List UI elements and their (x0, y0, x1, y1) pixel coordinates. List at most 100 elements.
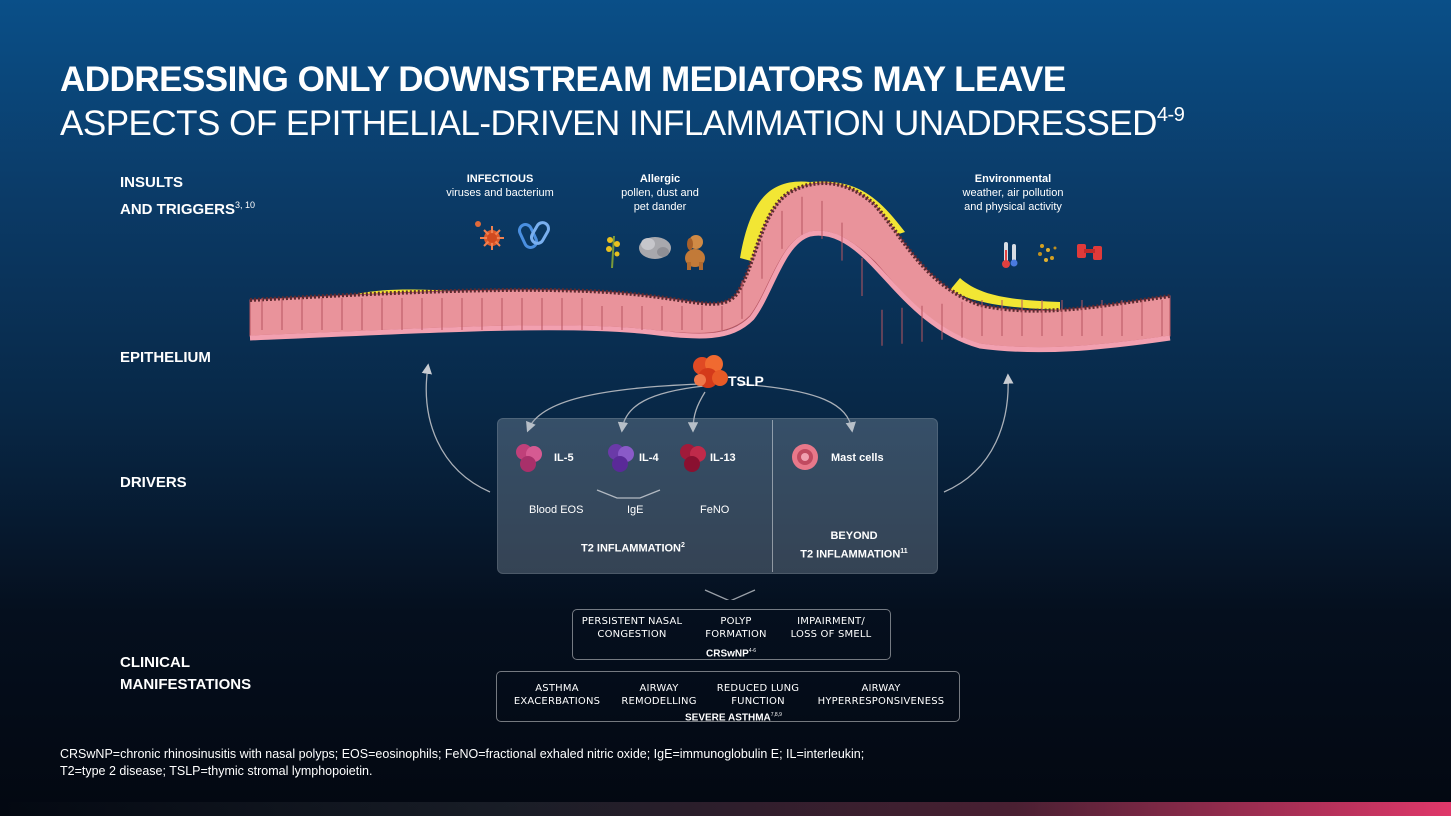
t2-reference: 2 (681, 542, 685, 549)
mast-cells-label: Mast cells (831, 452, 884, 464)
arrow-tslp-mast (739, 383, 856, 433)
bacterium-icon (517, 221, 550, 249)
clinical-label: CLINICAL MANIFESTATIONS (120, 652, 251, 696)
clinical-label-line-1: CLINICAL (120, 654, 190, 671)
dumbbell-icon (1077, 244, 1102, 260)
panel-divider (772, 420, 773, 572)
drivers-label: DRIVERS (120, 474, 187, 491)
insults-reference: 3, 10 (235, 200, 256, 210)
trigger-infectious-desc: viruses and bacterium (446, 187, 554, 199)
il4-molecule-icon (608, 444, 634, 472)
trigger-environmental-desc-2: and physical activity (964, 201, 1062, 213)
trigger-allergic-title: Allergic (639, 173, 681, 185)
mucus-layer (950, 278, 1060, 310)
apical-surface (249, 181, 1171, 313)
tslp-label: TSLP (728, 373, 764, 389)
asthma-item-exacerbations-line-1: ASTHMA (535, 683, 579, 694)
allergic-icons (606, 235, 705, 270)
crswnp-item-smell-line-1: IMPAIRMENT/ (797, 616, 865, 627)
asthma-item-lung-function: REDUCED LUNG FUNCTION (710, 682, 806, 708)
severe-asthma-label-text: SEVERE ASTHMA (685, 712, 771, 724)
environmental-icons (1002, 242, 1102, 268)
il13-molecule-icon (680, 444, 706, 472)
footnote: CRSwNP=chronic rhinosinusitis with nasal… (60, 746, 864, 780)
asthma-item-remodelling-line-2: REMODELLING (621, 696, 697, 707)
arrow-to-epithelium-right (943, 373, 1014, 493)
asthma-item-exacerbations: ASTHMA EXACERBATIONS (506, 682, 608, 708)
crswnp-item-smell-line-2: LOSS OF SMELL (790, 629, 872, 640)
crswnp-item-polyp: POLYP FORMATION (696, 615, 776, 641)
crswnp-item-congestion-line-2: CONGESTION (597, 629, 667, 640)
infectious-icons (475, 221, 550, 250)
pollution-icon (1038, 244, 1057, 262)
asthma-item-lung-function-line-2: FUNCTION (731, 696, 785, 707)
crswnp-item-congestion-line-1: PERSISTENT NASAL (581, 616, 683, 627)
crswnp-item-polyp-line-1: POLYP (720, 616, 752, 627)
mast-cell-icon (792, 444, 818, 470)
tslp-molecule-icon (693, 355, 728, 388)
trigger-environmental-title: Environmental (974, 173, 1052, 185)
epithelium-layer (249, 181, 1171, 353)
beyond-t2-line-1: BEYOND (830, 530, 878, 542)
trigger-allergic: Allergic pollen, dust and pet dander (600, 172, 720, 214)
insults-label-line-2-text: AND TRIGGERS (120, 201, 236, 218)
crswnp-reference: 4-6 (748, 648, 757, 654)
crswnp-label-text: CRSwNP (706, 648, 749, 660)
blood-eos-label: Blood EOS (529, 504, 584, 516)
insults-label: INSULTS AND TRIGGERS3, 10 (120, 172, 255, 221)
title-line-2-text: ASPECTS OF EPITHELIAL-DRIVEN INFLAMMATIO… (60, 104, 1157, 143)
asthma-item-remodelling-line-1: AIRWAY (639, 683, 679, 694)
il5-molecule-icon (516, 444, 542, 472)
virus-icon (475, 221, 504, 250)
severe-asthma-reference: 7,8,9 (770, 712, 782, 718)
asthma-item-hyperresponsiveness-line-1: AIRWAY (861, 683, 901, 694)
crswnp-item-congestion: PERSISTENT NASAL CONGESTION (578, 615, 686, 641)
trigger-allergic-desc-2: pet dander (633, 201, 687, 213)
crswnp-label: CRSwNP4-6 (706, 648, 756, 659)
asthma-item-remodelling: AIRWAY REMODELLING (616, 682, 702, 708)
asthma-item-exacerbations-line-2: EXACERBATIONS (513, 696, 601, 707)
beyond-t2-text: T2 INFLAMMATION (800, 548, 901, 561)
il4-label: IL-4 (639, 452, 659, 464)
severe-asthma-label: SEVERE ASTHMA7,8,9 (685, 712, 782, 723)
trigger-infectious: INFECTIOUS viruses and bacterium (430, 172, 570, 200)
drivers-panel (497, 418, 938, 574)
trigger-allergic-desc-1: pollen, dust and (621, 187, 699, 199)
arrow-to-epithelium-left (421, 363, 491, 493)
epithelium-label: EPITHELIUM (120, 349, 211, 366)
feno-label: FeNO (700, 504, 730, 516)
arrow-tslp-il5 (526, 383, 701, 433)
severe-asthma-box (496, 671, 960, 722)
crswnp-item-smell: IMPAIRMENT/ LOSS OF SMELL (782, 615, 880, 641)
crswnp-item-polyp-line-2: FORMATION (705, 629, 767, 640)
trigger-infectious-title: INFECTIOUS (466, 173, 534, 185)
t2-inflammation-label: T2 INFLAMMATION2 (581, 542, 685, 555)
trigger-environmental: Environmental weather, air pollution and… (943, 172, 1083, 214)
arrow-tslp-il13 (687, 391, 706, 433)
bracket-il-outputs (596, 489, 661, 499)
asthma-item-hyperresponsiveness: AIRWAY HYPERRESPONSIVENESS (814, 682, 948, 708)
insults-label-line-1: INSULTS (120, 174, 184, 191)
dust-icon (639, 237, 671, 259)
funnel-chevron (704, 589, 756, 600)
clinical-label-line-2: MANIFESTATIONS (120, 676, 252, 693)
cell-boundaries (261, 196, 1163, 346)
bottom-accent-bar (0, 802, 1451, 816)
il5-label: IL-5 (554, 452, 574, 464)
asthma-item-lung-function-line-1: REDUCED LUNG (716, 683, 800, 694)
t2-inflammation-text: T2 INFLAMMATION (581, 542, 682, 555)
thermometer-icon (1002, 242, 1018, 268)
arrow-tslp-il4 (617, 385, 705, 433)
il13-label: IL-13 (710, 452, 736, 464)
asthma-item-hyperresponsiveness-line-2: HYPERRESPONSIVENESS (817, 696, 945, 707)
pollen-icon (606, 235, 620, 269)
dog-icon (685, 235, 705, 270)
footnote-line-1: CRSwNP=chronic rhinosinusitis with nasal… (60, 747, 865, 761)
beyond-t2-line-2: T2 INFLAMMATION11 (774, 544, 934, 563)
insults-label-line-2: AND TRIGGERS3, 10 (120, 194, 255, 221)
beyond-t2-label: BEYOND T2 INFLAMMATION11 (774, 528, 934, 563)
trigger-environmental-desc-1: weather, air pollution (962, 187, 1064, 199)
basement-membrane (249, 230, 1171, 353)
title-reference: 4-9 (1156, 104, 1185, 126)
title-line-1: ADDRESSING ONLY DOWNSTREAM MEDIATORS MAY… (60, 60, 1066, 99)
